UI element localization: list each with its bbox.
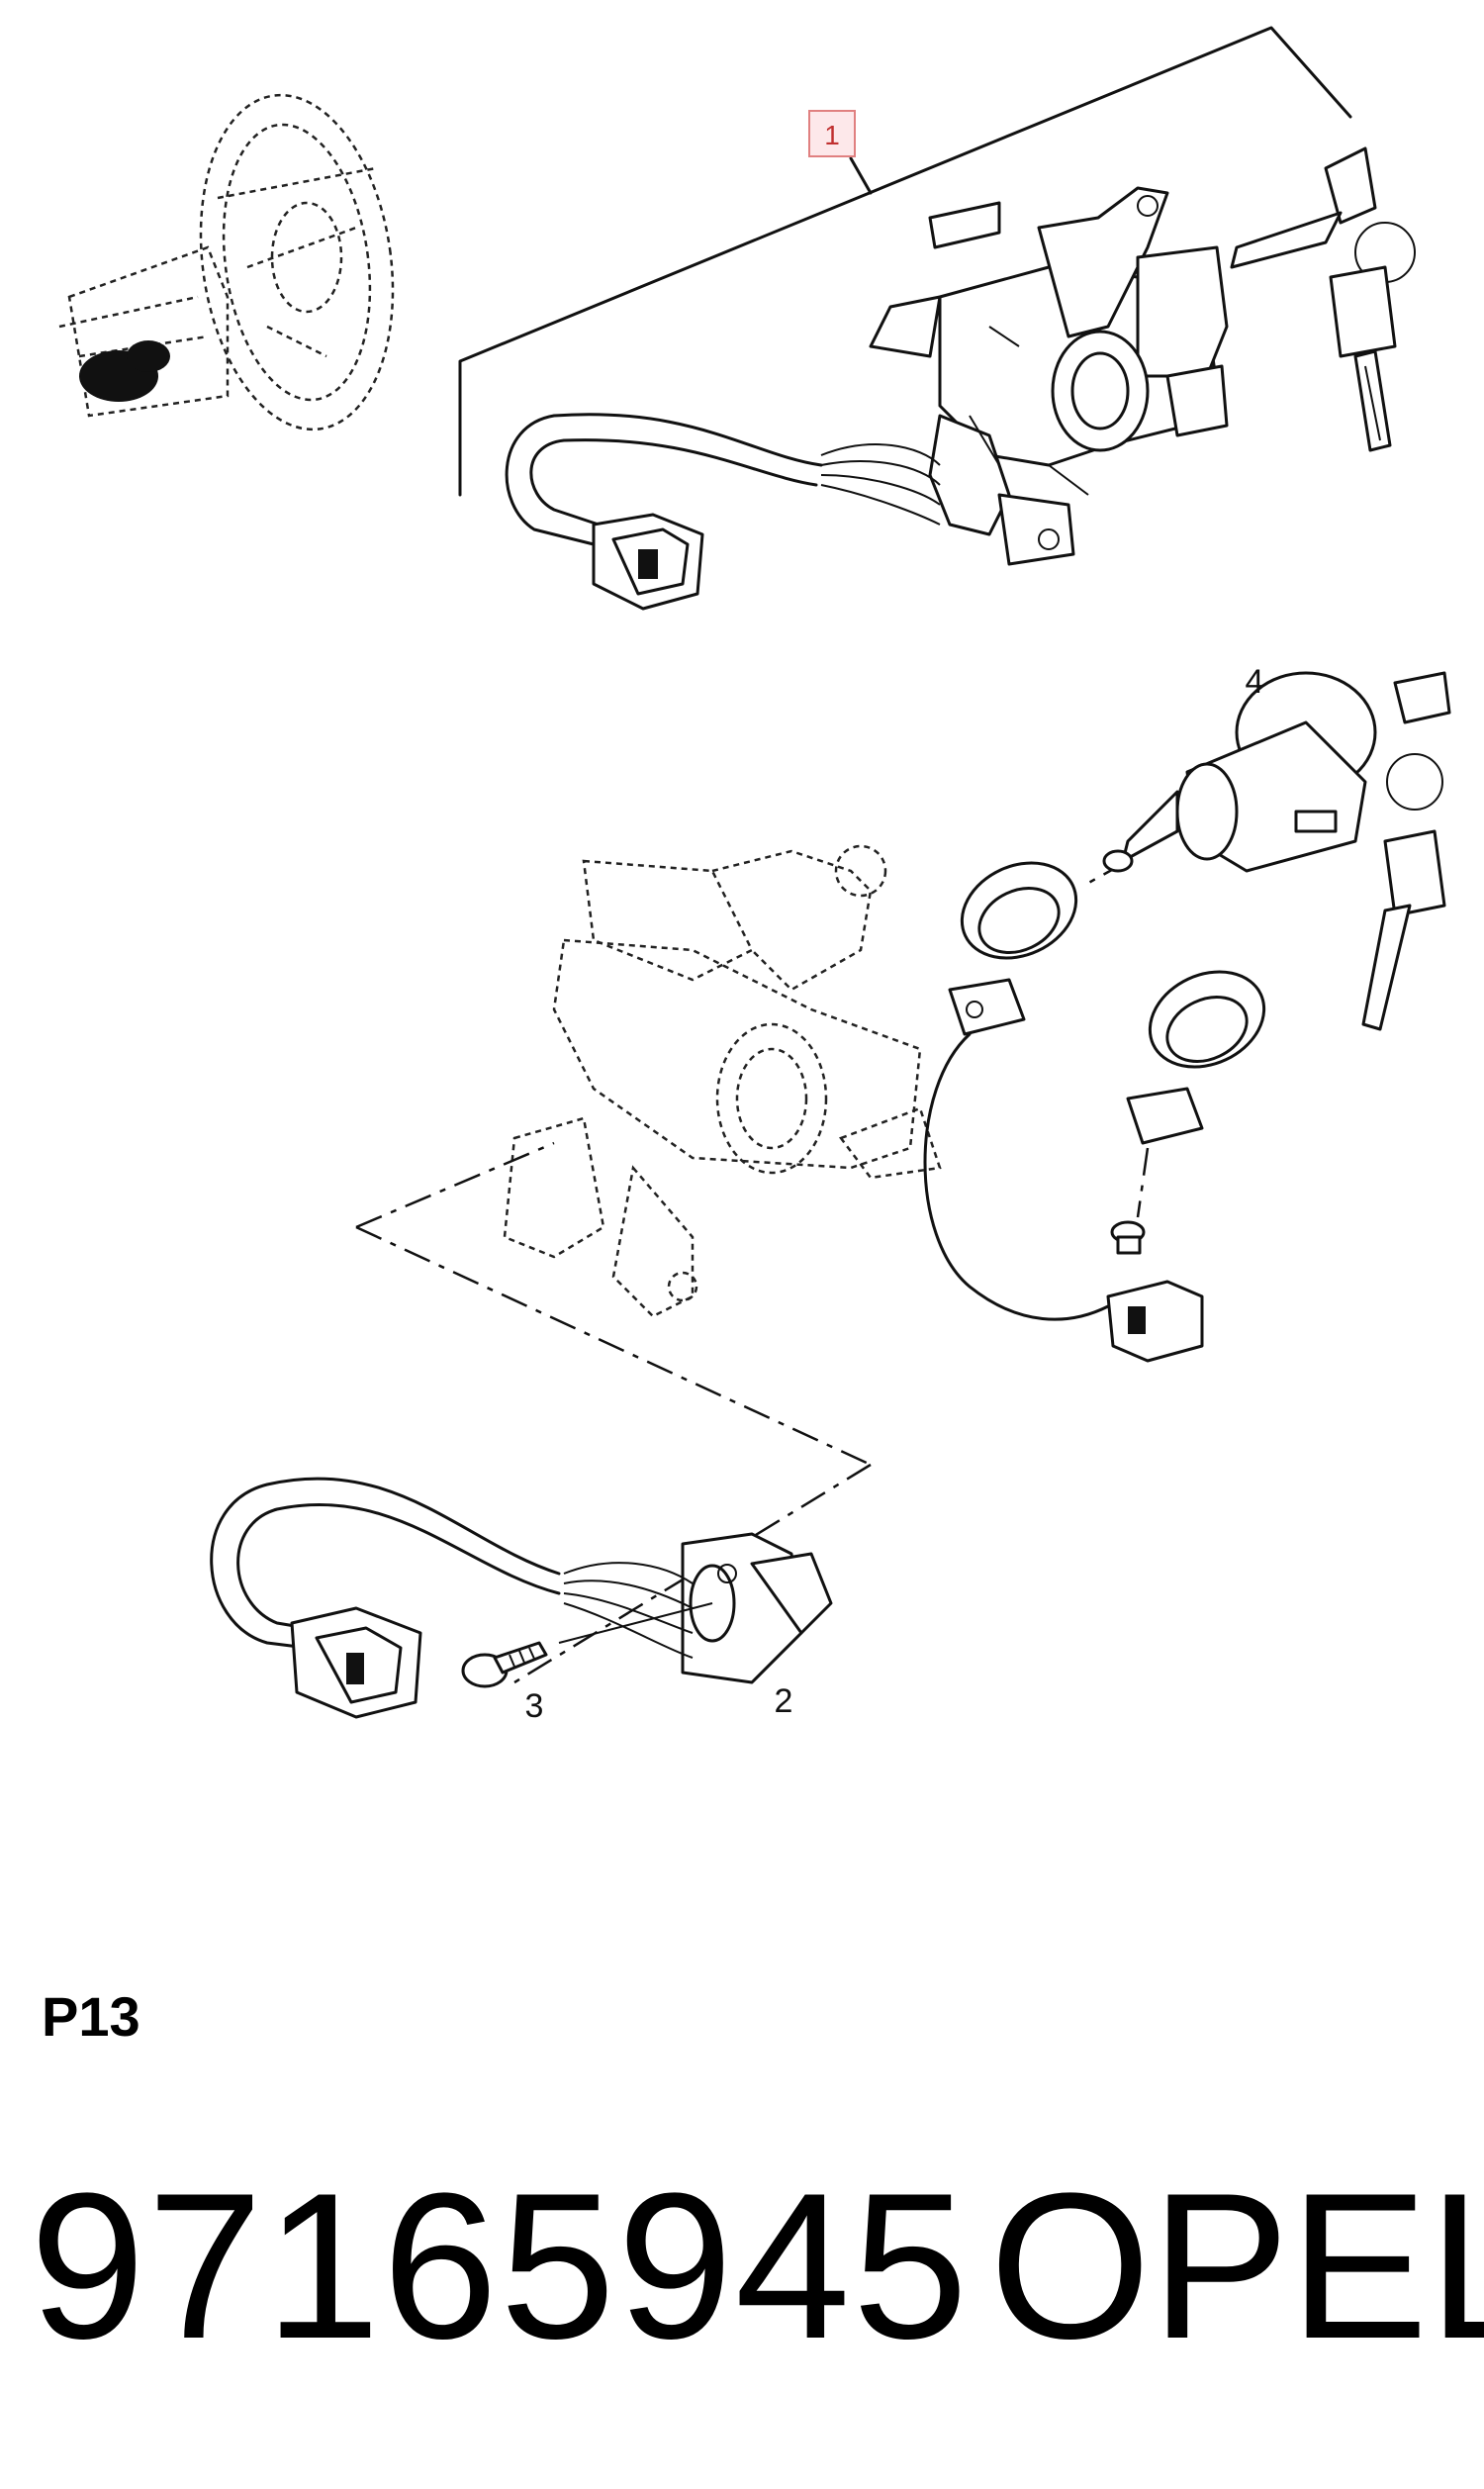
diagram-code: P13 xyxy=(42,1985,140,2048)
screw-axis-line xyxy=(1136,1147,1150,1218)
switch-part-2 xyxy=(563,1532,833,1684)
wiring-harness xyxy=(505,413,941,546)
lock-cylinder-icon xyxy=(1102,671,1451,1031)
steering-wheel-icon xyxy=(58,93,395,431)
brand-name: OPEL xyxy=(989,2150,1484,2382)
callout-1-leader xyxy=(849,156,873,195)
assembly-line-b xyxy=(355,1141,555,1229)
collar-with-harness xyxy=(923,861,1204,1363)
part-number: 97165945 xyxy=(30,2150,971,2382)
callout-2: 2 xyxy=(775,1682,793,1720)
callout-3: 3 xyxy=(525,1687,544,1725)
exploded-parts-diagram: 1 xyxy=(58,26,1451,1725)
bottom-connector xyxy=(290,1606,422,1719)
callout-4: 4 xyxy=(1246,663,1264,701)
svg-text:1: 1 xyxy=(824,120,840,150)
bottom-harness xyxy=(210,1477,561,1650)
screw-alignment-line xyxy=(558,1602,713,1644)
connector-icon xyxy=(592,513,704,611)
callout-1: 1 xyxy=(808,110,856,157)
assembly-line-c xyxy=(355,1225,872,1467)
lock-housing-ghost xyxy=(503,844,942,1318)
collar-ring xyxy=(1126,970,1266,1145)
ignition-switch-icon xyxy=(869,186,1229,566)
key-icon xyxy=(1230,146,1416,452)
screw-part-3 xyxy=(461,1641,548,1688)
assembly-line-d xyxy=(513,1463,872,1684)
assembly-bracket xyxy=(458,26,1352,497)
screw-icon xyxy=(1110,1220,1146,1255)
